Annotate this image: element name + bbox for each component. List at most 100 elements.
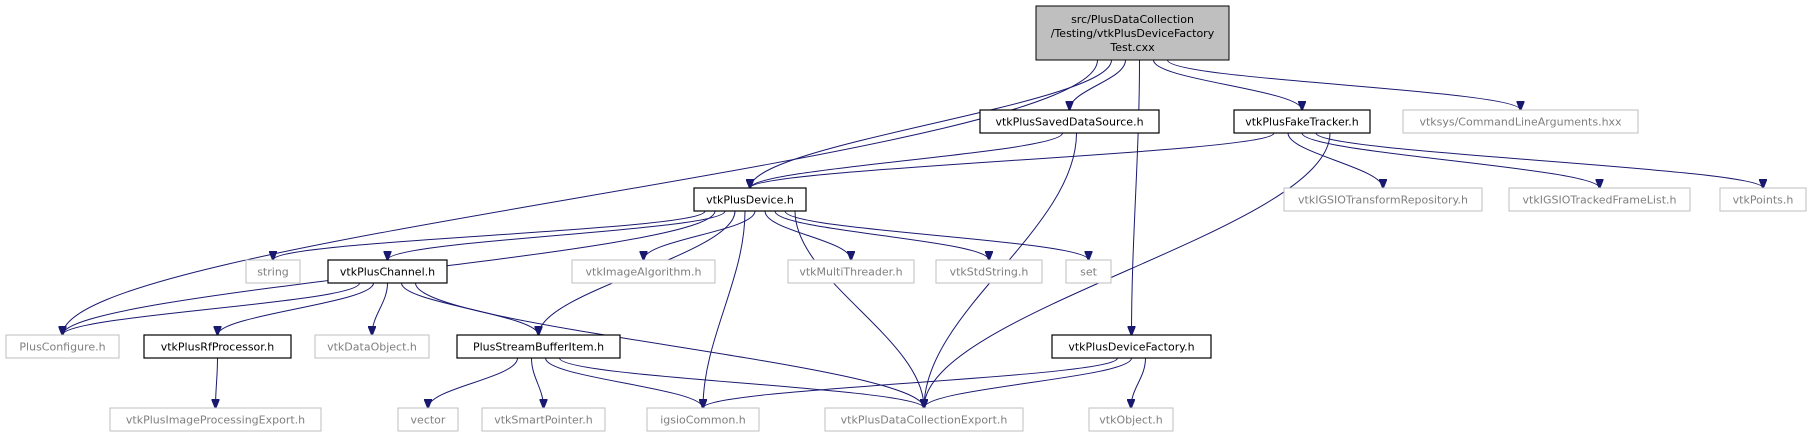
node-trackedframelist: vtkIGSIOTrackedFrameList.h [1508,187,1691,212]
node-set: set [1065,259,1112,284]
edge-line [750,132,1063,188]
edge-channel-to-plusConfigure [63,282,360,335]
edge-line [794,210,924,408]
node-box [1065,259,1112,284]
edge-line [1287,132,1383,188]
node-box [693,187,807,212]
edge-line [415,282,925,408]
node-label: PlusConfigure.h [19,341,105,354]
edge-line [924,357,1132,408]
node-cmdlineargs: vtksys/CommandLineArguments.hxx [1402,109,1639,134]
edge-line [531,357,544,408]
node-devicefactory[interactable]: vtkPlusDeviceFactory.h [1051,334,1212,359]
edge-device-to-string [273,210,706,260]
node-smartpointer: vtkSmartPointer.h [481,407,606,432]
node-dataobject: vtkDataObject.h [314,334,430,359]
node-label: vtkPlusRfProcessor.h [161,341,275,354]
node-box [646,407,760,432]
edge-line [388,210,726,260]
node-transformrepo: vtkIGSIOTransformRepository.h [1283,187,1483,212]
node-imagealgorithm: vtkImageAlgorithm.h [571,259,716,284]
node-label: string [257,266,289,279]
edge-root-to-deviceFactory [1132,59,1140,335]
edge-line [784,210,1089,260]
edge-root-to-plusConfigure [63,59,1098,335]
node-label: src/PlusDataCollection [1071,13,1194,26]
node-vtkobject: vtkObject.h [1088,407,1174,432]
node-label: vtksys/CommandLineArguments.hxx [1419,116,1622,129]
edge-fakeTracker-to-trackedFrameList [1301,132,1600,188]
node-vector: vector [397,407,459,432]
node-datacollectionexport: vtkPlusDataCollectionExport.h [824,407,1024,432]
node-root[interactable]: src/PlusDataCollection/Testing/vtkPlusDe… [1035,5,1230,61]
node-label: vtkObject.h [1099,414,1163,427]
node-label: PlusStreamBufferItem.h [473,341,604,354]
edge-rfProcessor-to-imageProcessingExport [216,357,218,408]
node-box [143,334,292,359]
node-label: vtkPlusDataCollectionExport.h [841,414,1008,427]
node-label: /Testing/vtkPlusDeviceFactory [1051,27,1215,40]
edge-line [1167,59,1521,110]
node-label: vtkIGSIOTrackedFrameList.h [1523,194,1677,207]
node-box [109,407,322,432]
node-box [1035,5,1230,61]
node-streambufferitem[interactable]: PlusStreamBufferItem.h [456,334,621,359]
edge-line [63,282,360,335]
node-string: string [245,259,301,284]
edge-line [273,210,706,260]
node-label: Test.cxx [1109,41,1155,54]
node-device[interactable]: vtkPlusDevice.h [693,187,807,212]
node-multithreader: vtkMultiThreader.h [787,259,915,284]
edge-line [1315,132,1763,188]
node-channel[interactable]: vtkPlusChannel.h [327,259,448,284]
node-faketracker[interactable]: vtkPlusFakeTracker.h [1233,109,1371,134]
edge-channel-to-dataObject [372,282,388,335]
node-label: vtkPlusImageProcessingExport.h [126,414,305,427]
node-label: vtkSmartPointer.h [494,414,593,427]
edge-line [1153,59,1303,110]
node-box [397,407,459,432]
edge-line [1131,357,1146,408]
node-box [824,407,1024,432]
edge-channel-to-dataCollectionExport [415,282,925,408]
node-label: vtkPlusDevice.h [706,194,794,207]
edge-root-to-savedDataSource [1070,59,1126,110]
edge-line [924,132,1331,408]
edges-layer [63,59,1764,408]
node-stdstring: vtkStdString.h [935,259,1043,284]
edge-streamBufferItem-to-igsioCommon [545,357,704,408]
node-label: vector [411,414,446,427]
node-box [481,407,606,432]
edge-line [644,210,756,260]
edge-line [774,210,989,260]
node-label: vtkStdString.h [950,266,1029,279]
node-plusconfigure: PlusConfigure.h [5,334,120,359]
node-label: vtkPoints.h [1733,194,1794,207]
node-label: vtkPlusFakeTracker.h [1245,116,1359,129]
edge-device-to-set [784,210,1089,260]
node-box [1233,109,1371,134]
node-box [979,109,1160,134]
node-imageprocessingexport: vtkPlusImageProcessingExport.h [109,407,322,432]
edge-fakeTracker-to-points [1315,132,1763,188]
node-igsiocommon: igsioCommon.h [646,407,760,432]
node-rfprocessor[interactable]: vtkPlusRfProcessor.h [143,334,292,359]
edge-device-to-multiThreader [764,210,851,260]
node-box [314,334,430,359]
node-box [1402,109,1639,134]
edge-line [750,59,1112,188]
nodes-layer: src/PlusDataCollection/Testing/vtkPlusDe… [5,5,1807,432]
edge-fakeTracker-to-device [750,132,1275,188]
node-saveddatasource[interactable]: vtkPlusSavedDataSource.h [979,109,1160,134]
node-label: vtkIGSIOTransformRepository.h [1298,194,1468,207]
node-box [1088,407,1174,432]
node-box [1719,187,1807,212]
edge-deviceFactory-to-dataCollectionExport [924,357,1132,408]
edge-device-to-imageAlgorithm [644,210,756,260]
node-label: igsioCommon.h [660,414,746,427]
node-box [571,259,716,284]
edge-line [1070,59,1126,110]
edge-line [218,282,374,335]
node-box [5,334,120,359]
edge-savedDataSource-to-device [750,132,1063,188]
